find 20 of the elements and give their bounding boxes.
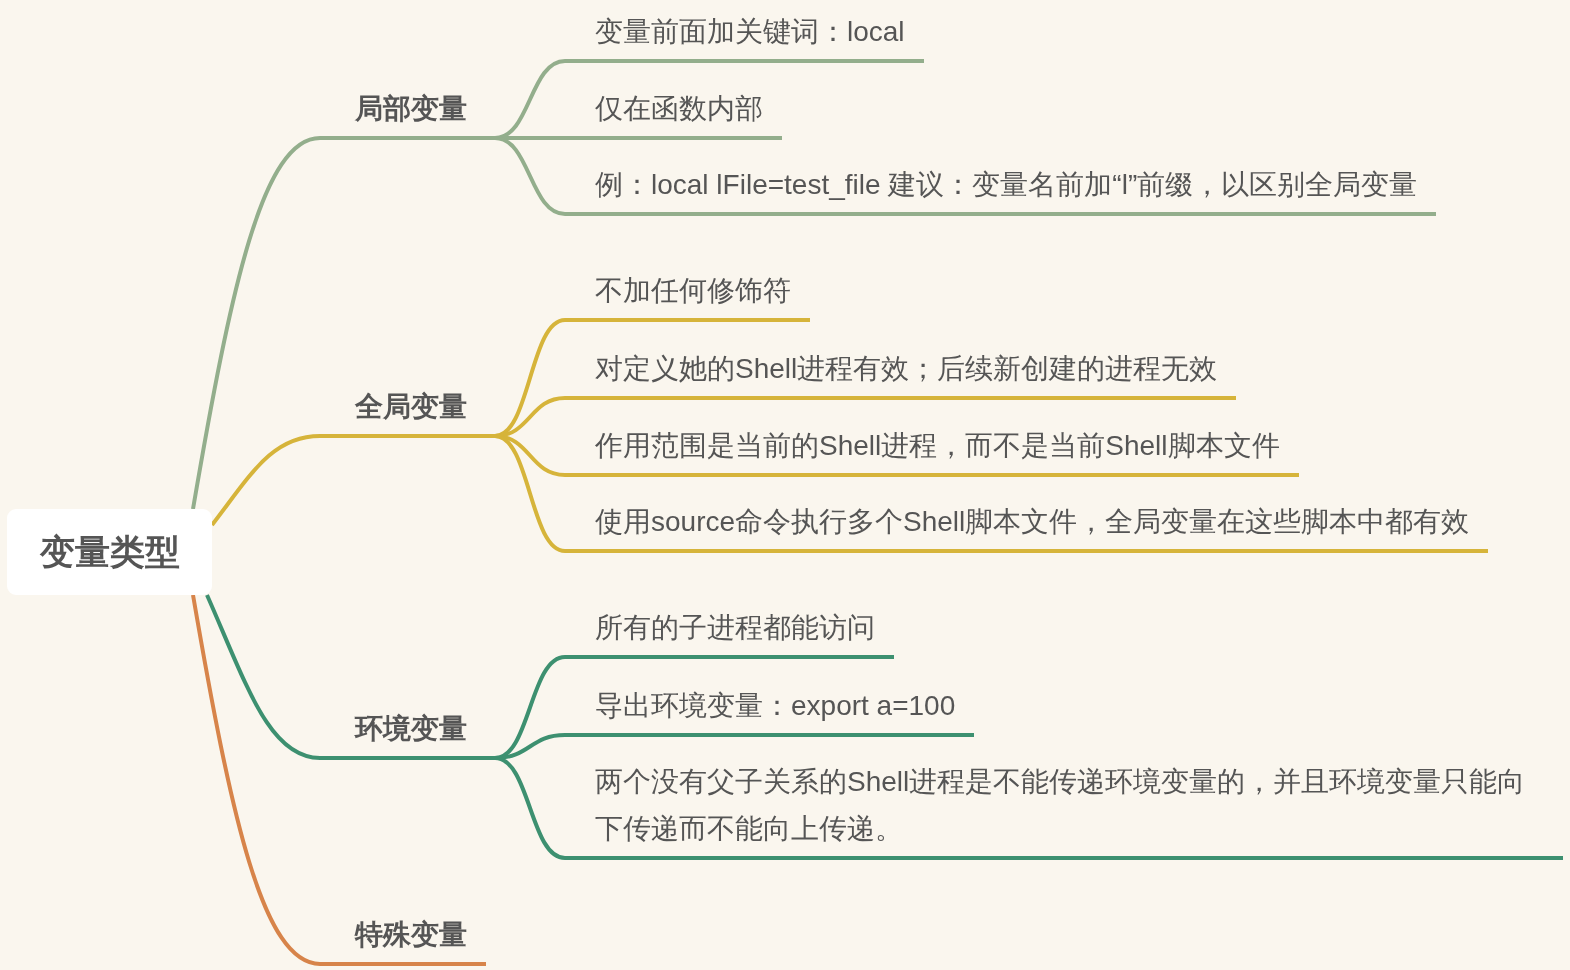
subtopic: 使用source命令执行多个Shell脚本文件，全局变量在这些脚本中都有效 [565,498,1489,553]
subtopic: 例：local lFile=test_file 建议：变量名前加“l”前缀，以区别全局变量 [565,161,1437,216]
connector [205,594,321,760]
subtopic: 作用范围是当前的Shell进程，而不是当前Shell脚本文件 [565,422,1299,477]
subtopic: 不加任何修饰符 [565,267,810,322]
subtopic: 仅在函数内部 [565,85,782,140]
branch-topic: 局部变量 [320,85,495,140]
connector [494,756,566,860]
subtopic: 变量前面加关键词：local [565,8,924,63]
connector [191,136,321,510]
connector [210,434,321,527]
subtopic: 导出环境变量：export a=100 [565,682,975,737]
subtopic: 两个没有父子关系的Shell进程是不能传递环境变量的，并且环境变量只能向下传递而不能向上传递。 [565,758,1563,860]
branch-topic: 环境变量 [320,705,495,760]
subtopic: 对定义她的Shell进程有效；后续新创建的进程无效 [565,345,1237,400]
branch-topic: 特殊变量 [320,911,486,966]
subtopic: 所有的子进程都能访问 [565,604,894,659]
branch-topic: 全局变量 [320,383,495,438]
central-topic-box: 变量类型 [7,509,212,595]
connector [191,594,321,966]
